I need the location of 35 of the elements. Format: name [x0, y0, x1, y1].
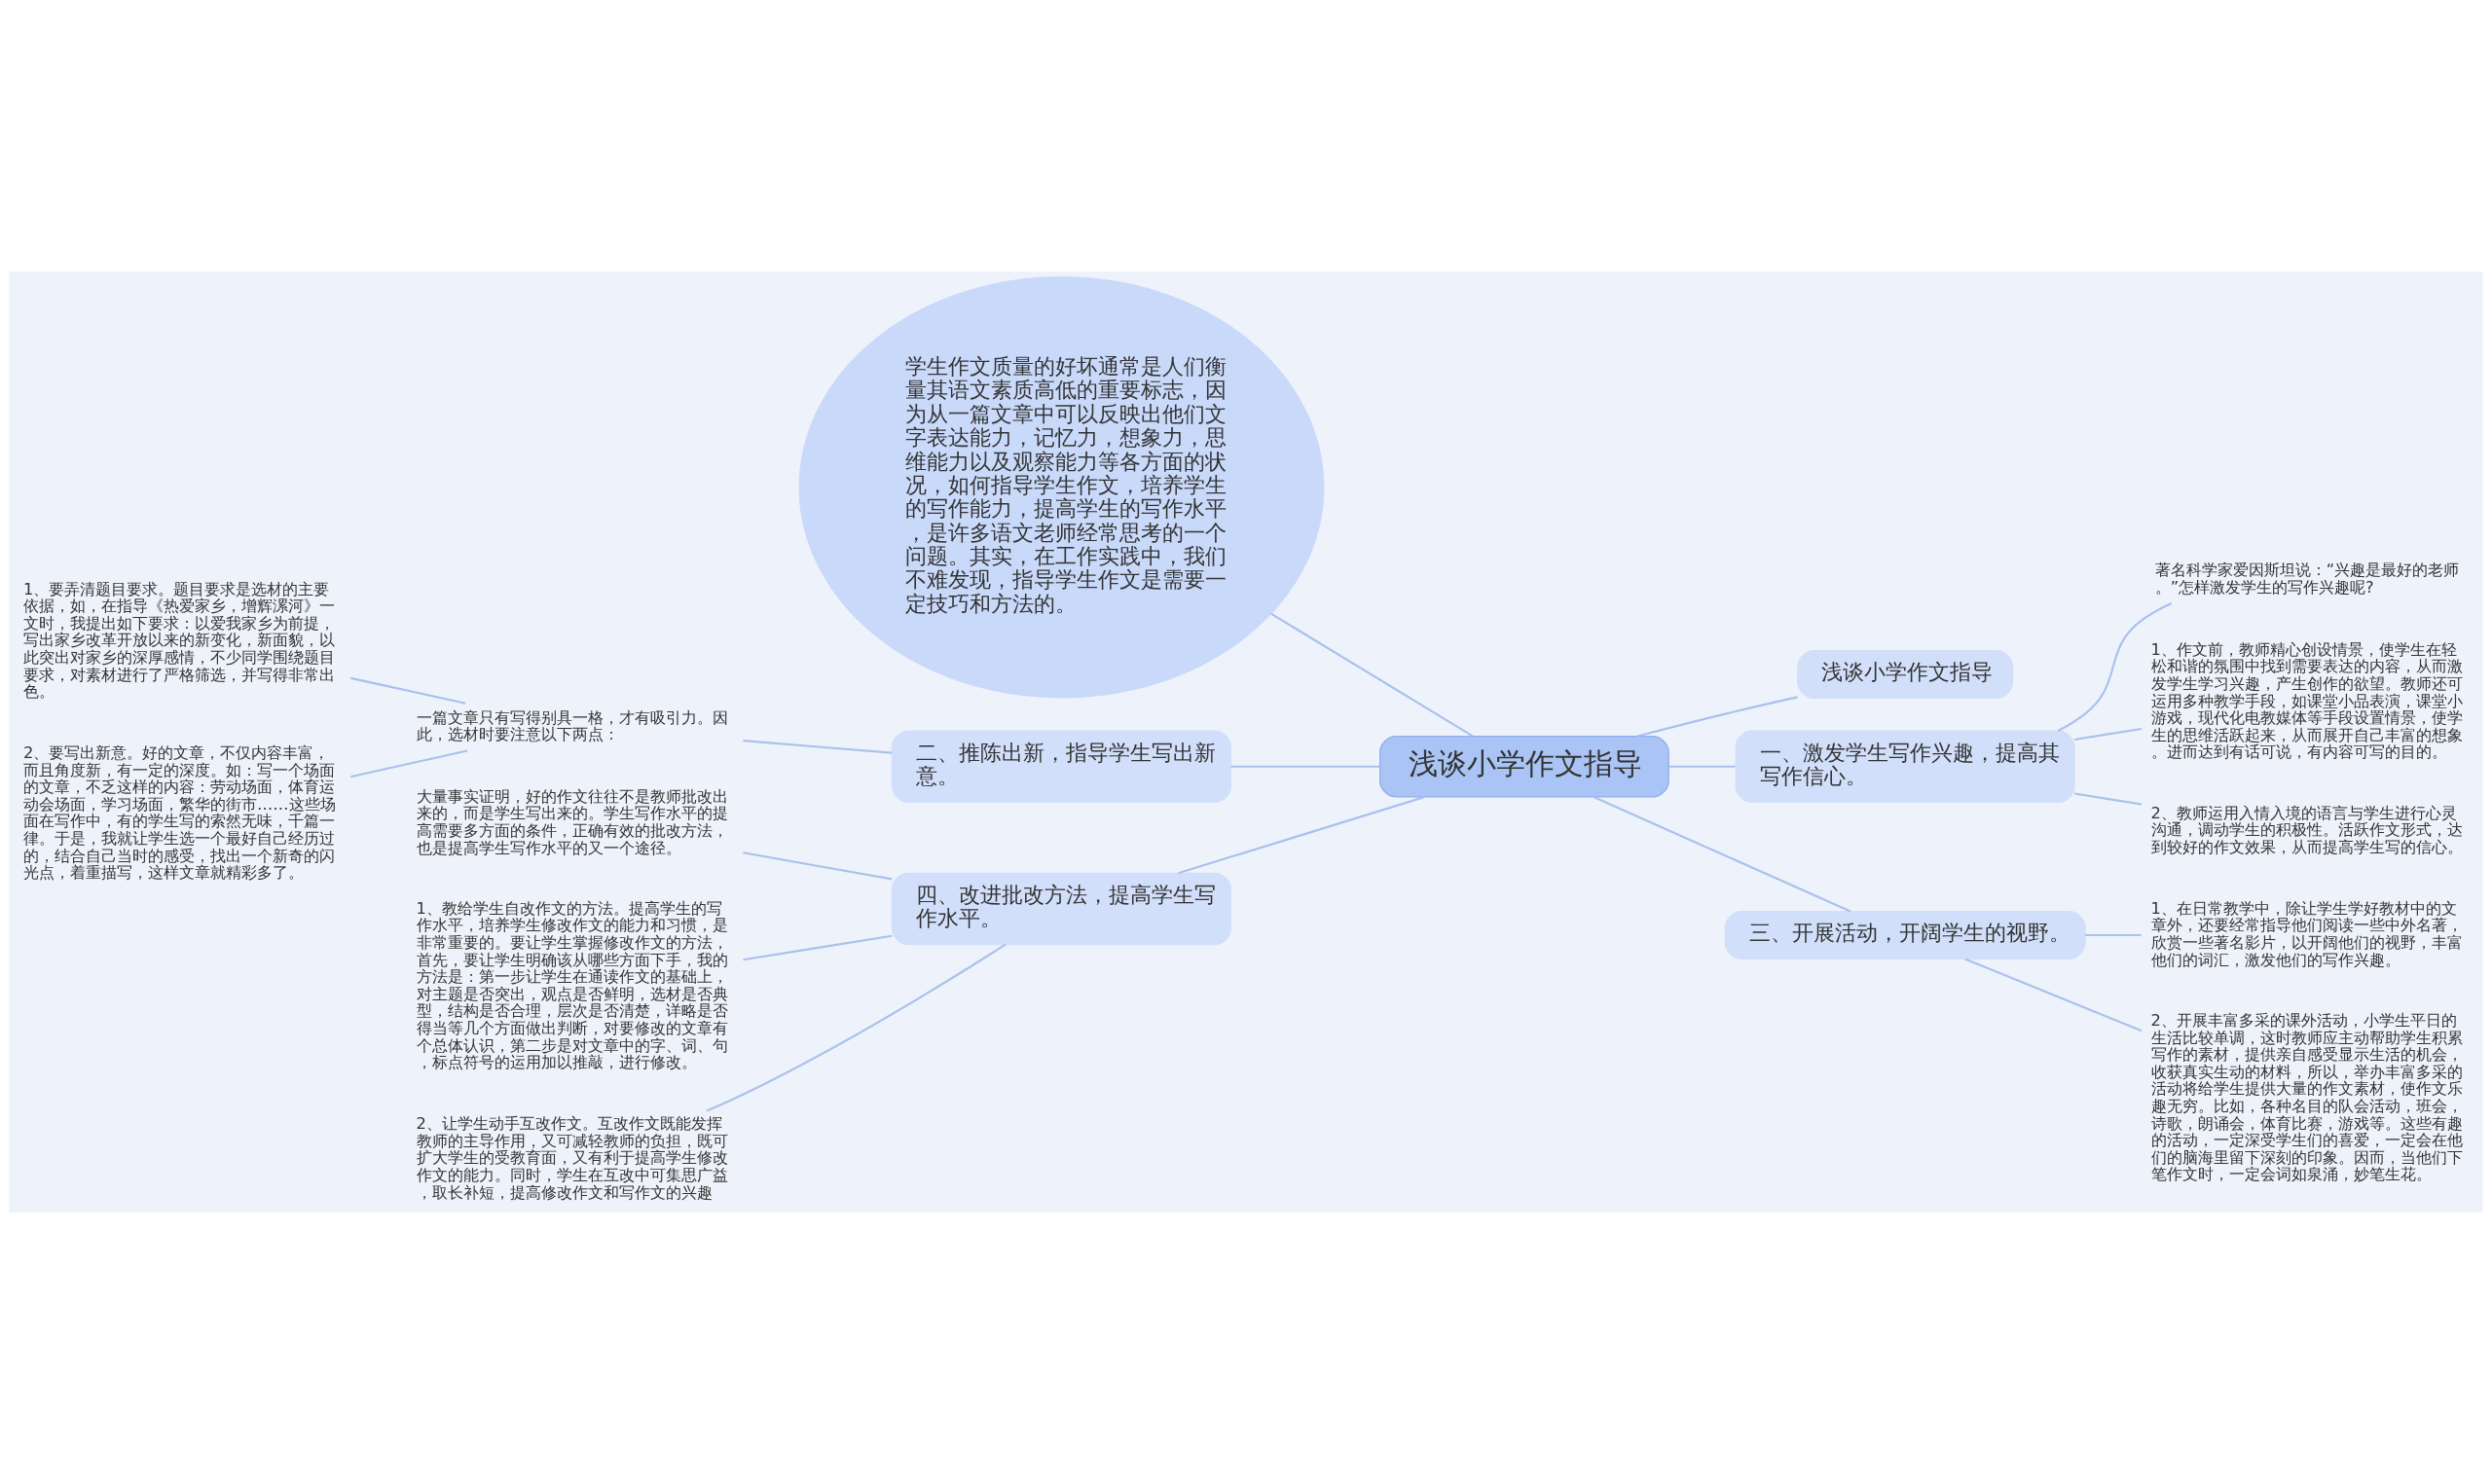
node-text: 2、让学生动手互改作文。互改作文既能发挥教师的主导作用，又可减轻教师的负担，既可扩大学生的受教育面，又有利于提高学生修改作文的能力。同时，学生在互改中可集思广益，取长补短，提高修改作文和写作文的兴趣	[416, 1114, 728, 1202]
node-text: 1、作文前，教师精心创设情景，使学生在轻松和谐的氛围中找到需要表达的内容，从而激发学生学习兴趣，产生创作的欲望。教师还可运用多种教学手段，如课堂小品表演，课堂小游戏，现代化电教媒体等手段设置情景，使学生的思维活跃起来，从而展开自己丰富的想象。进而达到有话可说，有内容可写的目的。	[2150, 639, 2463, 762]
connector	[1270, 612, 1474, 738]
connector	[1593, 795, 1851, 913]
connector	[743, 740, 893, 754]
connector	[1636, 696, 1798, 738]
node-text: 著名科学家爱因斯坦说：“兴趣是最好的老师。”怎样激发学生的写作兴趣呢?	[2154, 560, 2460, 597]
connector	[743, 851, 893, 881]
connector	[2074, 792, 2143, 806]
connector	[350, 676, 466, 705]
node-text: 2、开展丰富多采的课外活动，小学生平日的生活比较单调，这时教师应主动帮助学生积累写作的素材，提供亲自感受显示生活的机会，收获真实生动的材料，所以，举办丰富多采的活动将给学生提供大量的作文素材，使作文乐趣无穷。比如，各种名目的队会活动，班会，诗歌，朗诵会，体育比赛，游戏等。这些有趣的活动，一定深受学生们的喜爱，一定会在他们的脑海里留下深刻的印象。因而，当他们下笔作文时，一定会词如泉涌，妙笔生花。	[2150, 1010, 2463, 1184]
node-box: 浅谈小学作文指导	[1379, 735, 1669, 798]
connector	[1178, 795, 1426, 875]
connector	[1668, 765, 1736, 768]
node-text: 2、要写出新意。好的文章，不仅内容丰富，而且角度新，有一定的深度。如：写一个场面的文章，不乏这样的内容：劳动场面，体育运动会场面，学习场面，繁华的街市……这些场面在写作中，有的学生写的索然无味，千篇一律。于是，我就让学生选一个最好自己经历过的，结合自己当时的感受，找出一个新奇的闪光点，着重描写，这样文章就精彩多了。	[23, 743, 336, 883]
node-box: 二、推陈出新，指导学生写出新意。	[891, 730, 1232, 803]
connector	[743, 934, 893, 961]
node-box: 浅谈小学作文指导	[1797, 649, 2014, 700]
node-box: 四、改进批改方法，提高学生写作水平。	[891, 872, 1232, 946]
node-text: 1、在日常教学中，除让学生学好教材中的文章外，还要经常指导他们阅读一些中外名著，欣赏一些著名影片，以开阔他们的视野，丰富他们的词汇，激发他们的写作兴趣。	[2150, 898, 2463, 969]
connector	[1230, 765, 1380, 768]
node-box: 一、激发学生写作兴趣，提高其写作信心。	[1735, 730, 2075, 803]
node-box: 三、开展活动，开阔学生的视野。	[1724, 911, 2086, 960]
node-text: 2、教师运用入情入境的语言与学生进行心灵沟通，调动学生的积极性。活跃作文形式，达到较好的作文效果，从而提高学生写的信心。	[2150, 803, 2463, 856]
connector	[2085, 933, 2142, 937]
node-text: 1、要弄清题目要求。题目要求是选材的主要依据，如，在指导《热爱家乡，增辉漯河》一文时，我提出如下要求：以爱我家乡为前提，写出家乡改革开放以来的新变化，新面貌，以此突出对家乡的深厚感情，不少同学围绕题目要求，对素材进行了严格筛选，并写得非常出色。	[23, 579, 336, 702]
connector	[1964, 958, 2143, 1032]
node-text: 一篇文章只有写得别具一格，才有吸引力。因此，选材时要注意以下两点：	[416, 707, 728, 744]
connector	[706, 943, 1007, 1112]
node-text: 大量事实证明，好的作文往往不是教师批改出来的，而是学生写出来的。学生写作水平的提高需要多方面的条件，正确有效的批改方法，也是提高学生写作水平的又一个途径。	[416, 786, 728, 857]
connector	[350, 749, 468, 778]
node-ellipse: 学生作文质量的好坏通常是人们衡量其语文素质高低的重要标志，因为从一篇文章中可以反映出他们文字表达能力，记忆力，想象力，思维能力以及观察能力等各方面的状况，如何指导学生作文，培养学生的写作能力，提高学生的写作水平，是许多语文老师经常思考的一个问题。其实，在工作实践中，我们不难发现，指导学生作文是需要一定技巧和方法的。	[798, 276, 1325, 699]
node-text: 1、教给学生自改作文的方法。提高学生的写作水平，培养学生修改作文的能力和习惯，是非常重要的。要让学生掌握修改作文的方法，首先，要让学生明确该从哪些方面下手，我的方法是：第一步让学生在通读作文的基础上，对主题是否突出，观点是否鲜明，选材是否典型，结构是否合理，层次是否清楚，详略是否得当等几个方面做出判断，对要修改的文章有个总体认识，第二步是对文章中的字、词、句，标点符号的运用加以推敲，进行修改。	[416, 898, 728, 1072]
connector	[2074, 727, 2143, 742]
connector	[2057, 602, 2173, 733]
